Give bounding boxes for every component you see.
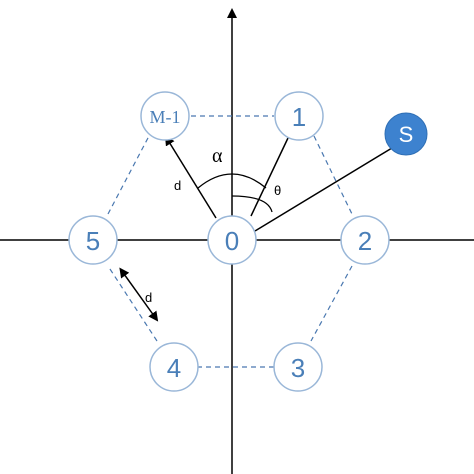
node-3-label: 3 — [291, 353, 305, 383]
node-5-label: 5 — [86, 226, 100, 256]
node-0: 0 — [207, 215, 257, 265]
vector-to-source — [254, 147, 393, 232]
node-2: 2 — [340, 215, 390, 265]
node-0-label: 0 — [225, 226, 239, 256]
node-3: 3 — [273, 342, 323, 392]
node-1-label: 1 — [292, 102, 306, 132]
spacing-d-label: d — [145, 290, 152, 305]
vector-to-node-1 — [250, 137, 289, 217]
node-M-1-label: M-1 — [150, 107, 181, 127]
alpha-label: α — [212, 145, 223, 167]
theta-arc — [231, 195, 273, 213]
node-1: 1 — [274, 91, 324, 141]
radius-d-label: d — [174, 178, 181, 193]
spacing-double-arrow — [119, 267, 159, 322]
node-4: 4 — [149, 342, 199, 392]
node-2-label: 2 — [358, 226, 372, 256]
node-5: 5 — [68, 215, 118, 265]
source-label: S — [399, 122, 414, 147]
hexagon-dashed-outline — [107, 115, 353, 368]
vector-to-M-1 — [164, 135, 217, 219]
node-4-label: 4 — [167, 353, 181, 383]
node-M-1: M-1 — [140, 91, 190, 141]
source-node: S — [384, 112, 428, 156]
alpha-arc — [197, 173, 267, 189]
theta-label: θ — [274, 183, 281, 198]
